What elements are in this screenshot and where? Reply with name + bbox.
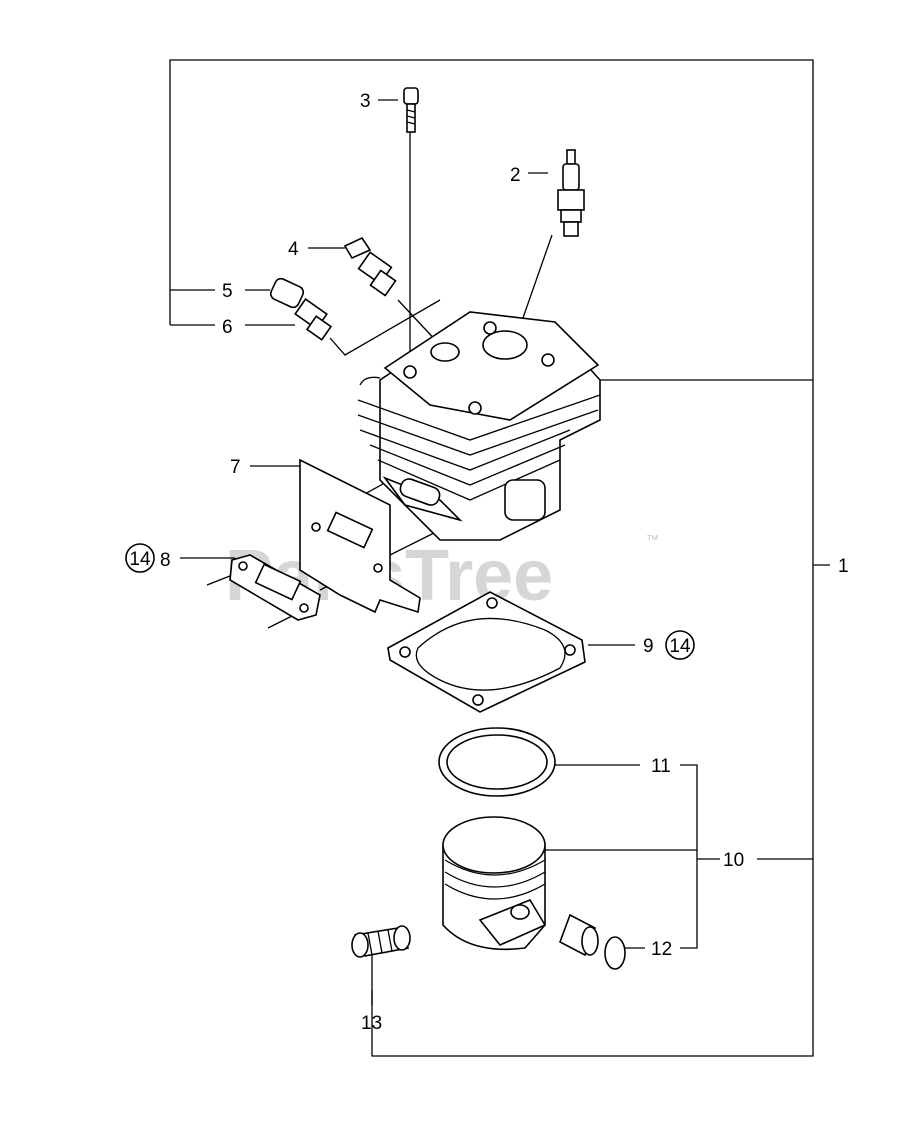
callout-1: 1: [838, 556, 849, 577]
callout-8: 8: [160, 550, 171, 571]
cylinder-part-1: [357, 311, 601, 541]
watermark-trademark: ™: [646, 532, 659, 547]
plug-part-5: [269, 277, 305, 309]
piston-part-10: [442, 816, 547, 951]
piston-ring-part-11: [438, 727, 556, 797]
piston-pin-part-12: [559, 913, 626, 970]
piston-bracket: [680, 764, 813, 949]
callout-2: 2: [510, 165, 521, 186]
callout-6: 6: [222, 317, 233, 338]
heat-shield-part-7: [299, 458, 421, 614]
callout-13: 13: [361, 1013, 382, 1034]
exhaust-gasket-part-8: [229, 554, 321, 621]
circled-callout-14-left: 14: [125, 543, 155, 573]
callout-14-right: 14: [669, 636, 691, 657]
decompression-valve-part-4: [343, 236, 397, 297]
callout-3: 3: [360, 91, 371, 112]
callout-11: 11: [651, 756, 671, 777]
callout-7: 7: [230, 457, 241, 478]
needle-bearing-part-13: [351, 925, 411, 958]
screw-part-3: [403, 87, 419, 133]
group-frame: [169, 59, 830, 1057]
valve-part-6: [294, 298, 333, 341]
callout-5: 5: [222, 281, 233, 302]
callout-10: 10: [723, 850, 744, 871]
callout-4: 4: [288, 239, 299, 260]
spark-plug-part-2: [557, 149, 585, 237]
callout-labels: 3 2 4 5 6 7 8 1 9 11 10 12 13: [160, 91, 849, 1034]
circled-callout-14-right: 14: [665, 630, 695, 660]
base-gasket-part-9: [387, 591, 586, 713]
callout-12: 12: [651, 939, 672, 960]
callout-14-left: 14: [129, 549, 151, 570]
callout-9: 9: [643, 636, 654, 657]
